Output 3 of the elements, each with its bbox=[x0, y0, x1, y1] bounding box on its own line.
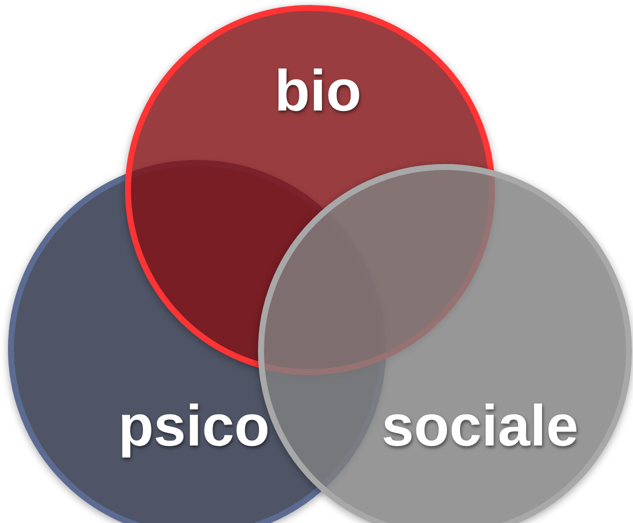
circle-label: bio bbox=[274, 58, 362, 124]
circle-label: psico bbox=[118, 392, 270, 460]
circle-label: sociale bbox=[382, 392, 578, 460]
